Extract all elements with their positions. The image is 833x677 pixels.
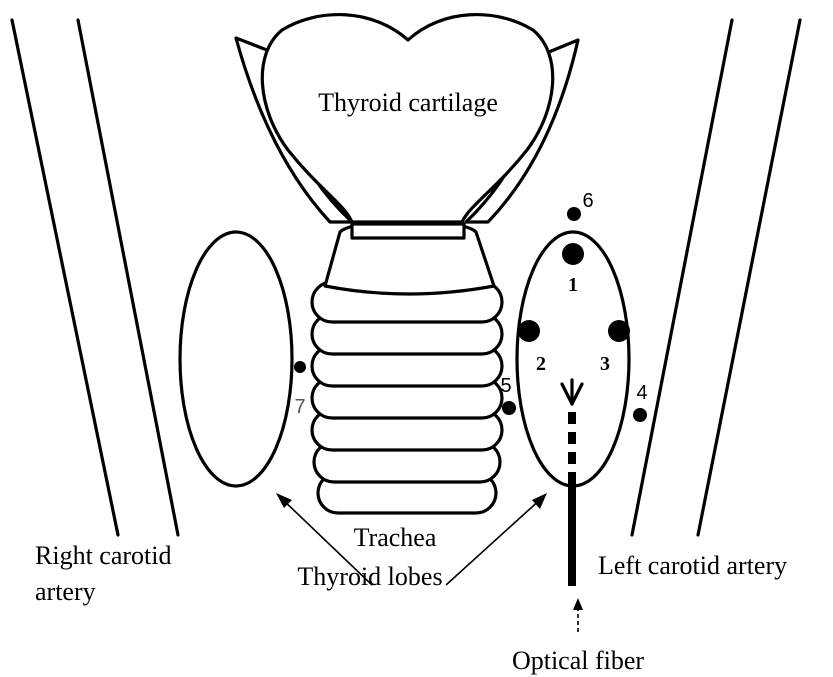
point-5-label: 5: [500, 375, 511, 397]
thyroid-cartilage-label: Thyroid cartilage: [318, 88, 498, 117]
trachea-label: Trachea: [354, 523, 437, 552]
point-1-label: 1: [568, 274, 578, 296]
point-1-dot: [562, 243, 584, 265]
optical-fiber-label: Optical fiber: [512, 646, 644, 675]
right-thyroid-lobe: [180, 232, 292, 486]
cricoid-band: [352, 224, 464, 238]
point-2-dot: [518, 320, 540, 342]
point-2-label: 2: [536, 353, 546, 375]
left-carotid-label: Left carotid artery: [598, 551, 787, 580]
right-carotid-label-line2: artery: [35, 577, 96, 606]
right-carotid-label-line1: Right carotid: [35, 541, 171, 570]
point-4-label: 4: [636, 382, 647, 404]
point-6-label: 6: [582, 190, 593, 212]
point-6-dot: [567, 207, 581, 221]
point-4-dot: [633, 408, 647, 422]
right-carotid-artery: [12, 20, 178, 535]
point-7-label: 7: [294, 396, 305, 418]
point-3-label: 3: [600, 353, 610, 375]
left-carotid-artery: [632, 20, 800, 535]
point-3-dot: [608, 320, 630, 342]
point-7-dot: [294, 361, 306, 373]
trachea: [312, 222, 502, 513]
left-thyroid-lobe: [517, 232, 629, 486]
thyroid-cartilage: [236, 15, 578, 222]
thyroid-lobes-label: Thyroid lobes: [297, 562, 442, 591]
optical-fiber: [562, 380, 582, 586]
point-5-dot: [502, 401, 516, 415]
